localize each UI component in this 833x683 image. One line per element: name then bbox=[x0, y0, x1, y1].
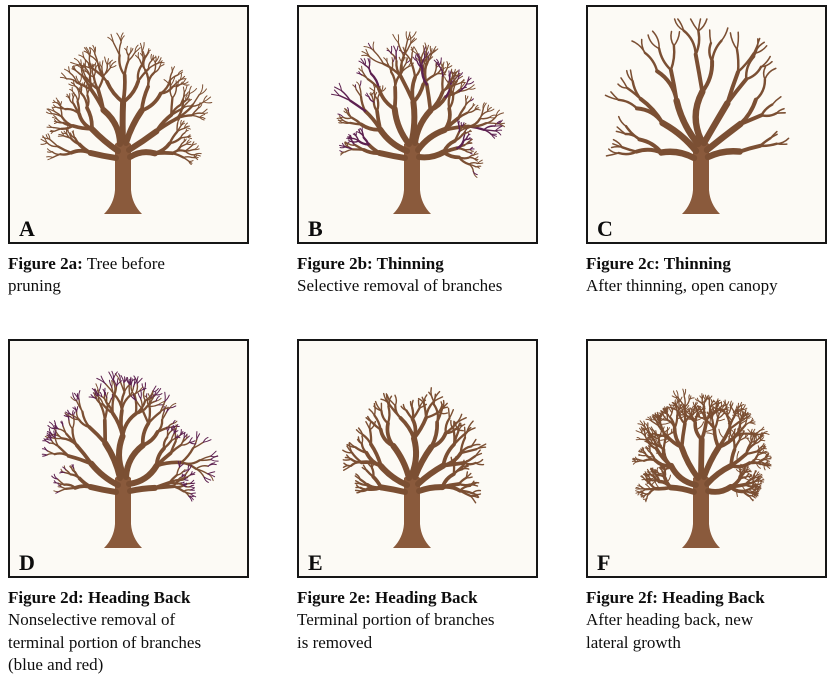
tree-heading-marked-illustration bbox=[41, 370, 219, 548]
tree-headed-back-illustration bbox=[342, 387, 487, 548]
figure-2c: C Figure 2c: Thinning After thinning, op… bbox=[586, 5, 827, 339]
caption-body: After thinning, open canopy bbox=[586, 276, 778, 296]
figure-caption-b: Figure 2b: Thinning Selective removal of… bbox=[297, 253, 534, 298]
caption-title: Figure 2b: Thinning bbox=[297, 254, 444, 273]
figure-caption-c: Figure 2c: Thinning After thinning, open… bbox=[586, 253, 823, 298]
figure-2f: F Figure 2f: Heading Back After heading … bbox=[586, 339, 827, 677]
tree-open-canopy-illustration bbox=[604, 18, 790, 214]
figure-2b: B Figure 2b: Thinning Selective removal … bbox=[297, 5, 538, 339]
figure-letter-a: A bbox=[19, 216, 35, 241]
figure-letter-f: F bbox=[597, 550, 611, 575]
caption-title: Figure 2a: bbox=[8, 254, 83, 273]
figure-panel-c: C bbox=[586, 5, 827, 244]
caption-body: Nonselective removal of terminal portion… bbox=[8, 610, 202, 675]
caption-title: Figure 2c: Thinning bbox=[586, 254, 731, 273]
caption-title: Figure 2e: Heading Back bbox=[297, 588, 478, 607]
caption-body: Tree before pruning bbox=[8, 254, 165, 296]
figure-caption-a: Figure 2a: Tree before pruning bbox=[8, 253, 245, 298]
caption-title: Figure 2f: Heading Back bbox=[586, 588, 765, 607]
figure-panel-e: E bbox=[297, 339, 538, 578]
figure-panel-f: F bbox=[586, 339, 827, 578]
figure-letter-e: E bbox=[308, 550, 323, 575]
figure-2a: A Figure 2a: Tree before pruning bbox=[8, 5, 249, 339]
figure-caption-f: Figure 2f: Heading Back After heading ba… bbox=[586, 587, 823, 654]
figure-letter-c: C bbox=[597, 216, 613, 241]
figure-letter-d: D bbox=[19, 550, 35, 575]
caption-body: After heading back, new lateral growth bbox=[586, 610, 754, 652]
tree-lateral-regrowth-illustration bbox=[631, 388, 772, 548]
figure-2e: E Figure 2e: Heading Back Terminal porti… bbox=[297, 339, 538, 677]
figure-2d: D Figure 2d: Heading Back Nonselective r… bbox=[8, 339, 249, 677]
figure-grid: A Figure 2a: Tree before pruning B Figur… bbox=[8, 5, 827, 677]
caption-body: Selective removal of branches bbox=[297, 276, 503, 296]
figure-panel-a: A bbox=[8, 5, 249, 244]
figure-caption-e: Figure 2e: Heading Back Terminal portion… bbox=[297, 587, 534, 654]
figure-letter-b: B bbox=[308, 216, 323, 241]
tree-before-pruning-illustration bbox=[40, 32, 213, 214]
tree-thinning-selected-illustration bbox=[331, 31, 505, 214]
figure-panel-d: D bbox=[8, 339, 249, 578]
figure-panel-b: B bbox=[297, 5, 538, 244]
caption-title: Figure 2d: Heading Back bbox=[8, 588, 191, 607]
caption-body: Terminal portion of branches is removed bbox=[297, 610, 495, 652]
figure-caption-d: Figure 2d: Heading Back Nonselective rem… bbox=[8, 587, 245, 677]
